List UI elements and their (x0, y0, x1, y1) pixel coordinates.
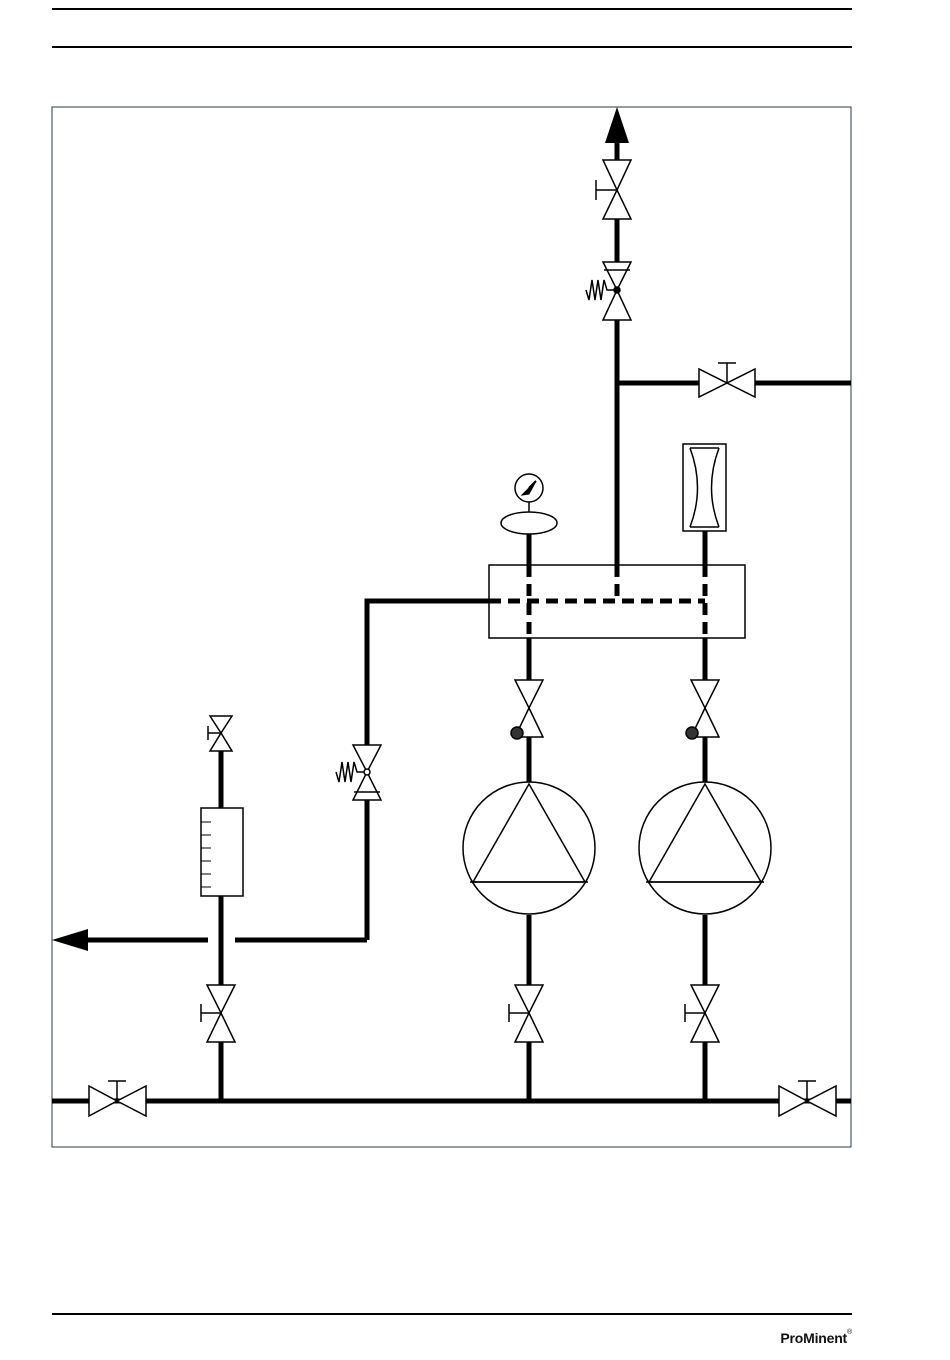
valve-header-left (89, 1081, 146, 1116)
valve-pump1-suction (509, 985, 543, 1042)
pump-icon (639, 782, 771, 914)
valve-discharge-top (596, 160, 631, 219)
valve-branch-right (699, 363, 755, 397)
pump-icon (463, 782, 595, 914)
valve-column-vent (208, 716, 232, 751)
pressure-gauge-icon (501, 474, 557, 534)
pump-2 (639, 782, 771, 914)
arrow-left-icon (52, 929, 88, 951)
relief-valve-discharge (586, 262, 631, 320)
brand-logo: ProMinent® (780, 1330, 852, 1346)
valve-column-bottom (201, 985, 235, 1042)
registered-mark: ® (847, 1329, 852, 1336)
check-valve-pump2 (686, 680, 719, 739)
calibration-column (201, 808, 243, 896)
pulsation-damper (683, 444, 726, 531)
check-valve-pump1 (511, 680, 543, 739)
arrow-up-icon (605, 107, 629, 143)
footer-rule (52, 1313, 852, 1315)
brand-text: ProMinent (780, 1330, 847, 1346)
pump-1 (463, 782, 595, 914)
valve-header-right (779, 1081, 836, 1116)
pipe-bypass (367, 601, 489, 745)
relief-valve-bypass (336, 745, 381, 800)
valve-pump2-suction (685, 985, 719, 1042)
